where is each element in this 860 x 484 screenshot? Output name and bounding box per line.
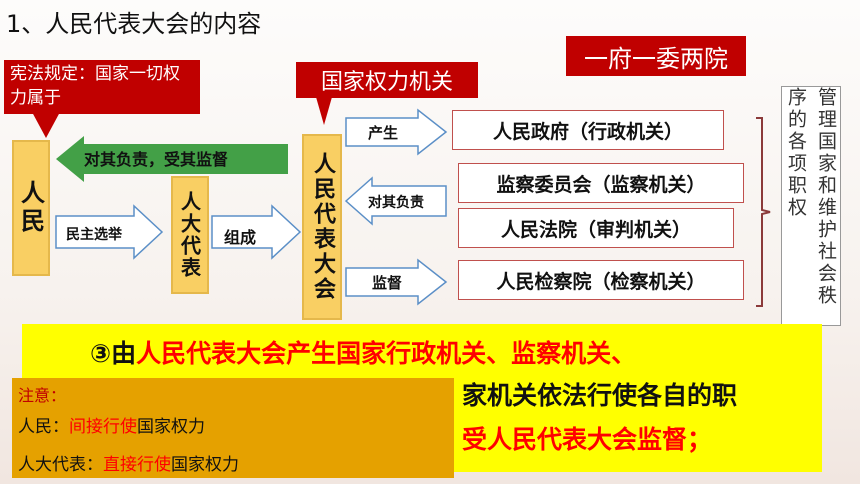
organ-procuratorate: 人民检察院（检察机关） — [458, 260, 744, 300]
state-power-callout-tail — [316, 97, 332, 125]
election-arrow — [55, 204, 164, 260]
note-row-1-label: 人民： — [18, 417, 69, 437]
produce-arrow-label: 产生 — [368, 124, 399, 142]
election-arrow-label: 民主选举 — [66, 227, 122, 243]
note-row-2-label: 人大代表： — [18, 455, 103, 475]
summary-line-1: ③由人民代表大会产生国家行政机关、监察机关、 — [90, 334, 636, 370]
people-box: 人民 — [12, 140, 50, 276]
note-box: 注意： 人民：间接行使国家权力 人大代表：直接行使国家权力 — [12, 378, 454, 478]
note-row-1-red: 间接行使 — [69, 417, 137, 437]
npc-box: 人民代表大会 — [302, 134, 342, 320]
government-callout: 一府一委两院 — [566, 36, 746, 76]
constitution-callout-text: 宪法规定：国家一切权力属于 — [10, 64, 180, 108]
slide-title: 1、人民代表大会的内容 — [6, 10, 262, 38]
deputy-box: 人大代表 — [171, 176, 209, 294]
powers-box: 管理国家和维护社会秩序的各项职权 — [781, 86, 841, 326]
responsible-to-arrow — [344, 176, 447, 226]
supervise-arrow — [345, 258, 448, 306]
responsible-arrow — [56, 136, 288, 182]
note-row-2: 人大代表：直接行使国家权力 — [18, 450, 239, 475]
state-power-callout: 国家权力机关 — [296, 62, 478, 98]
compose-arrow-label: 组成 — [224, 228, 257, 247]
government-callout-text: 一府一委两院 — [584, 44, 728, 73]
summary-line-1-red: 人民代表大会产生国家行政机关、监察机关、 — [136, 339, 637, 368]
constitution-callout: 宪法规定：国家一切权力属于 — [4, 60, 200, 114]
note-row-2-red: 直接行使 — [103, 455, 171, 475]
note-row-2-tail: 国家权力 — [171, 455, 239, 475]
compose-arrow — [211, 204, 302, 260]
powers-box-text: 管理国家和维护社会秩序的各项职权 — [785, 87, 837, 307]
summary-line-3: 受人民代表大会监督； — [462, 425, 713, 454]
responsible-to-arrow-label: 对其负责 — [368, 195, 424, 211]
organ-court: 人民法院（审判机关） — [458, 208, 734, 248]
constitution-callout-tail — [32, 112, 60, 138]
bracket — [756, 117, 771, 307]
summary-line-1-prefix: ③由 — [90, 339, 137, 368]
note-title: 注意： — [18, 386, 67, 405]
note-row-1: 人民：间接行使国家权力 — [18, 412, 205, 437]
produce-arrow — [345, 108, 448, 156]
organ-supervision: 监察委员会（监察机关） — [458, 163, 744, 203]
summary-line-2: 家机关依法行使各自的职 — [462, 381, 738, 410]
supervise-arrow-label: 监督 — [372, 274, 403, 292]
organ-government: 人民政府（行政机关） — [452, 110, 724, 150]
state-power-callout-text: 国家权力机关 — [320, 70, 453, 95]
responsible-arrow-label: 对其负责，受其监督 — [84, 150, 229, 169]
note-row-1-tail: 国家权力 — [137, 417, 205, 437]
